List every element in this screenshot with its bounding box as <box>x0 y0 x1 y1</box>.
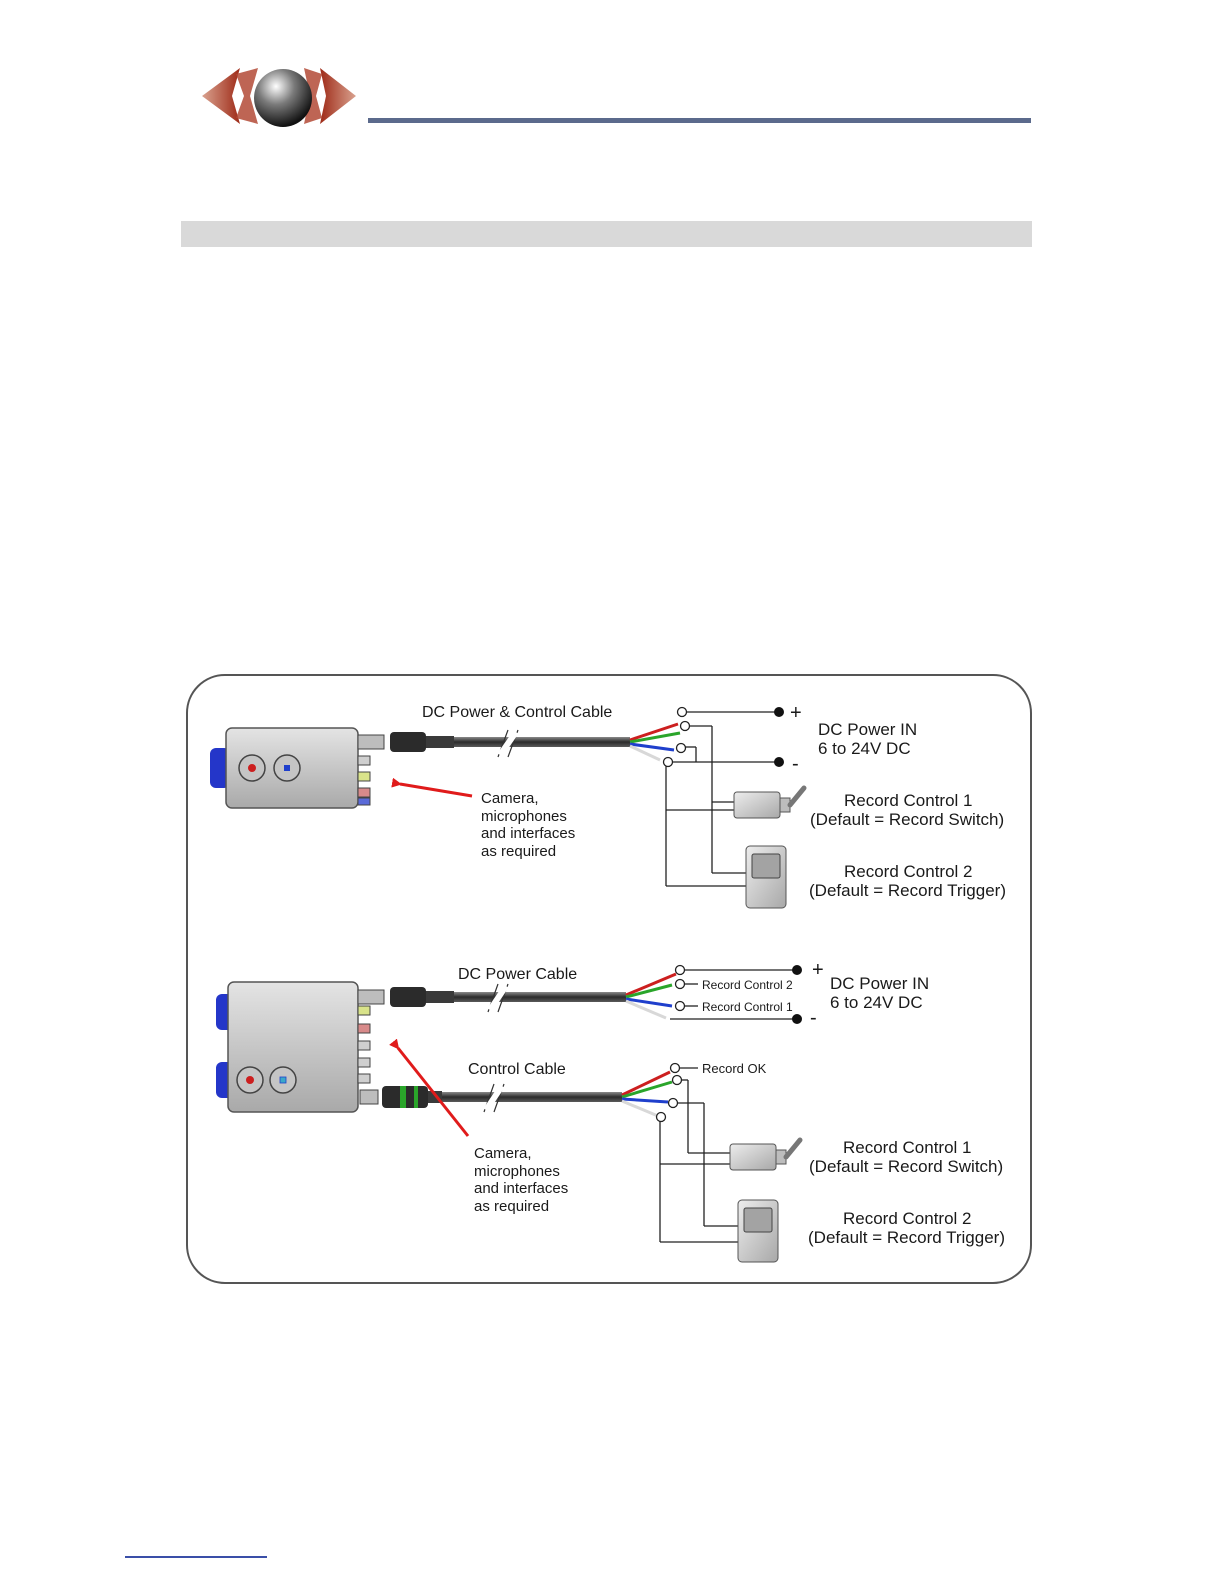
top-minus-label: - <box>792 753 799 775</box>
bottom-control-terminals <box>655 1062 683 1123</box>
bottom-camera-note-4: as required <box>474 1198 549 1215</box>
bottom-rc2-line2: (Default = Record Trigger) <box>808 1228 1005 1247</box>
section-heading-bar <box>181 221 1032 247</box>
bottom-power-line2: 6 to 24V DC <box>830 993 923 1012</box>
eye-sphere-logo-icon <box>202 68 356 127</box>
bottom-minus-label: - <box>810 1007 817 1029</box>
bottom-power-cable-label: DC Power Cable <box>458 966 577 983</box>
bottom-camera-note-1: Camera, <box>474 1145 532 1162</box>
top-camera-note-4: as required <box>481 843 556 860</box>
top-plus-terminal <box>774 707 784 717</box>
record-ok-label: Record OK <box>702 1061 767 1076</box>
bottom-plus-terminal <box>792 965 802 975</box>
bottom-power-wires <box>625 972 677 1020</box>
top-record-switch-icon <box>733 785 807 819</box>
bottom-rc1-line2: (Default = Record Switch) <box>809 1157 1003 1176</box>
bottom-wire-rc2: Record Control 2 <box>702 978 793 992</box>
bottom-camera-note-3: and interfaces <box>474 1180 568 1197</box>
bottom-power-cable <box>357 983 626 1013</box>
bottom-record-trigger-icon <box>737 1199 779 1263</box>
top-camera-note-2: microphones <box>481 808 567 825</box>
bottom-minus-terminal <box>792 1014 802 1024</box>
top-camera-note-3: and interfaces <box>481 825 575 842</box>
bottom-recorder-unit <box>216 981 371 1113</box>
top-wires <box>629 722 681 762</box>
bottom-control-lines <box>659 1067 740 1243</box>
top-rc1-line1: Record Control 1 <box>844 791 973 810</box>
top-wiring-lines <box>665 711 778 887</box>
wiring-diagram: DC Power & Control Cable + - DC Power IN… <box>186 674 1032 1284</box>
bottom-power-terminals <box>674 964 686 1012</box>
bottom-plus-label: + <box>812 959 824 981</box>
control-cable-label: Control Cable <box>468 1061 566 1078</box>
bottom-control-cable <box>359 1083 622 1113</box>
top-camera-note-1: Camera, <box>481 790 539 807</box>
top-rc2-line2: (Default = Record Trigger) <box>809 881 1006 900</box>
top-power-line1: DC Power IN <box>818 720 917 739</box>
top-cable-label: DC Power & Control Cable <box>422 704 612 721</box>
top-power-line2: 6 to 24V DC <box>818 739 911 758</box>
bottom-record-switch-icon <box>729 1137 803 1171</box>
bottom-power-lines <box>670 969 796 1020</box>
header-rule <box>368 118 1031 123</box>
top-terminals <box>662 706 691 768</box>
diagram-frame <box>186 674 1032 1284</box>
bottom-camera-note-2: microphones <box>474 1163 560 1180</box>
top-rc2-line1: Record Control 2 <box>844 862 973 881</box>
bottom-power-line1: DC Power IN <box>830 974 929 993</box>
top-rc1-line2: (Default = Record Switch) <box>810 810 1004 829</box>
bottom-arrow <box>389 1038 470 1137</box>
top-plus-label: + <box>790 702 802 724</box>
top-record-trigger-icon <box>745 845 787 909</box>
top-recorder-unit <box>210 727 371 809</box>
bottom-wire-rc1: Record Control 1 <box>702 1000 793 1014</box>
footer-link-underline[interactable] <box>125 1556 267 1558</box>
top-minus-terminal <box>774 757 784 767</box>
bottom-rc1-line1: Record Control 1 <box>843 1138 972 1157</box>
bottom-rc2-line1: Record Control 2 <box>843 1209 972 1228</box>
bottom-control-wires <box>621 1070 673 1118</box>
top-power-control-cable <box>357 729 630 758</box>
top-arrow <box>391 777 473 798</box>
